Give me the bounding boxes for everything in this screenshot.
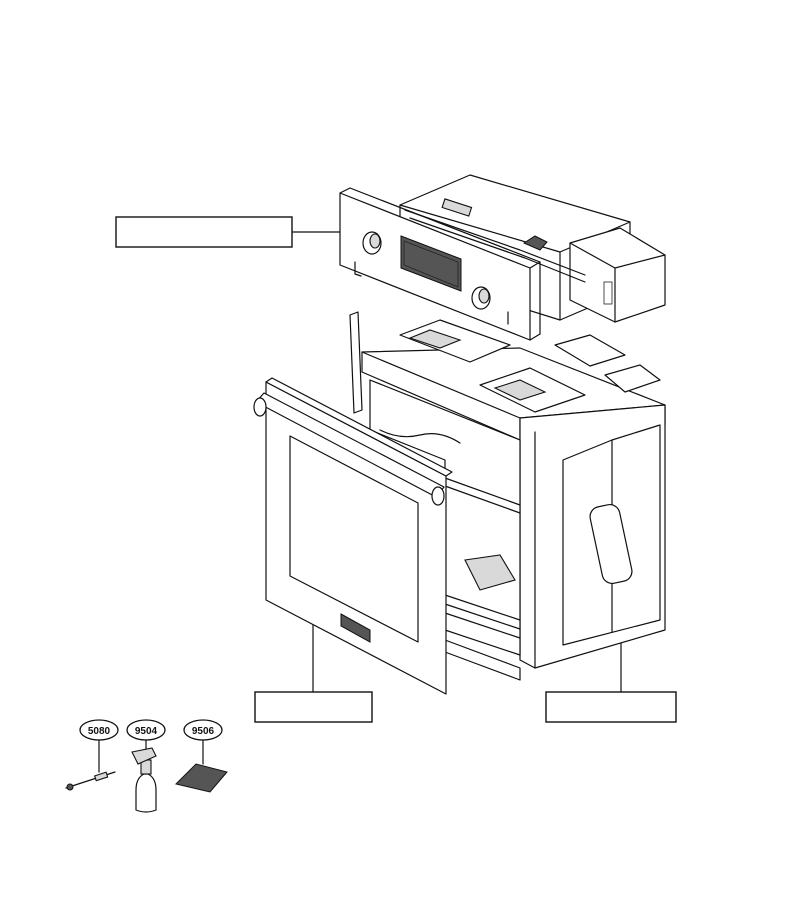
rack-upper bbox=[444, 477, 521, 514]
label-box-door bbox=[254, 691, 373, 723]
callout-5080: 5080 bbox=[79, 719, 119, 741]
display-window bbox=[400, 235, 462, 292]
door-window bbox=[289, 435, 419, 643]
cleaning-pad-icon bbox=[175, 763, 228, 793]
knob-right-icon bbox=[471, 286, 491, 310]
callout-9506: 9506 bbox=[183, 719, 223, 741]
callout-9504: 9504 bbox=[126, 719, 166, 741]
broil-element bbox=[379, 429, 461, 444]
door-handle bbox=[253, 392, 445, 506]
control-panel-fascia bbox=[339, 187, 541, 341]
oven-door bbox=[253, 377, 453, 695]
spray-bottle-icon bbox=[131, 747, 157, 813]
convection-plate bbox=[464, 554, 516, 591]
control-boards bbox=[399, 319, 661, 413]
door-nameplate bbox=[340, 613, 371, 643]
rack-lower bbox=[444, 594, 521, 639]
label-box-control-panel bbox=[115, 216, 293, 248]
side-handle bbox=[589, 503, 633, 585]
knob-left-icon bbox=[362, 231, 382, 255]
callout-5080-text: 5080 bbox=[88, 726, 111, 737]
label-box-cavity bbox=[545, 691, 677, 723]
meat-probe-icon bbox=[65, 771, 116, 791]
callout-9506-text: 9506 bbox=[192, 726, 215, 737]
callout-9504-text: 9504 bbox=[135, 726, 158, 737]
